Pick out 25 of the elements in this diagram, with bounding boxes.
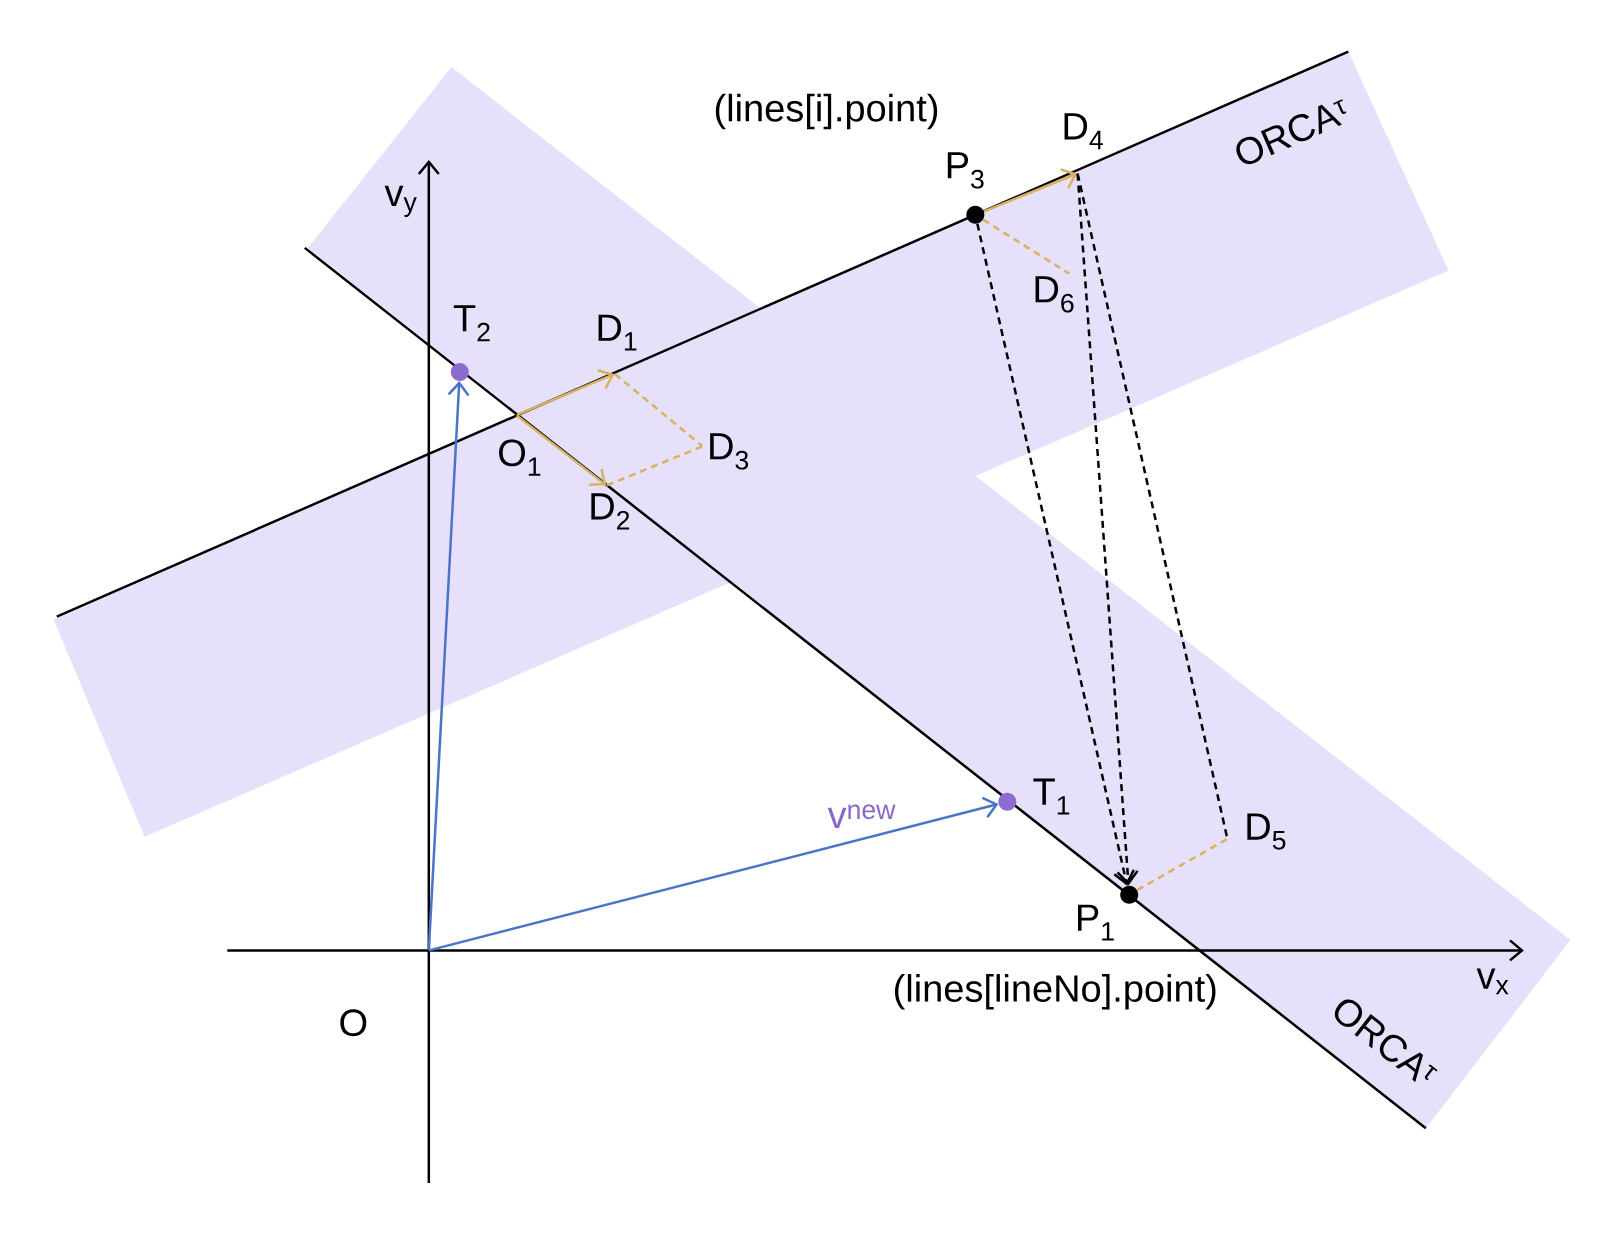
arrow (428, 796, 999, 952)
arrow (983, 168, 1078, 213)
point-label: D$_{3}$ (710, 433, 749, 470)
point-note: (lines[i].point) (715, 93, 938, 130)
point-label: O (340, 1009, 367, 1037)
axis-label: v$_{x}$ (1476, 968, 1509, 995)
point-note: (lines[lineNo].point) (895, 974, 1216, 1010)
arrow (516, 369, 615, 417)
arrow (516, 414, 607, 486)
point-label: O$_{1}$ (499, 439, 541, 476)
point-label: D$_{1}$ (598, 314, 637, 351)
point-label: D$_{2}$ (591, 493, 630, 530)
arrow (976, 223, 1135, 886)
edge-label: v$^{new}$ (827, 804, 896, 828)
arrow (1076, 173, 1139, 886)
point-label: T$_{2}$ (453, 305, 490, 342)
point-label: P$_{1}$ (1078, 904, 1114, 941)
arrow (427, 381, 470, 951)
point-label: D$_{6}$ (1035, 276, 1074, 313)
point-label: D$_{4}$ (1064, 113, 1103, 150)
point-label: P$_{3}$ (947, 152, 984, 189)
point-label: T$_{1}$ (1033, 778, 1070, 815)
axis-label: v$_{y}$ (384, 185, 417, 217)
axis-label: ORCA$^{τ}$ (1236, 99, 1347, 165)
point-label: D$_{5}$ (1247, 813, 1286, 850)
